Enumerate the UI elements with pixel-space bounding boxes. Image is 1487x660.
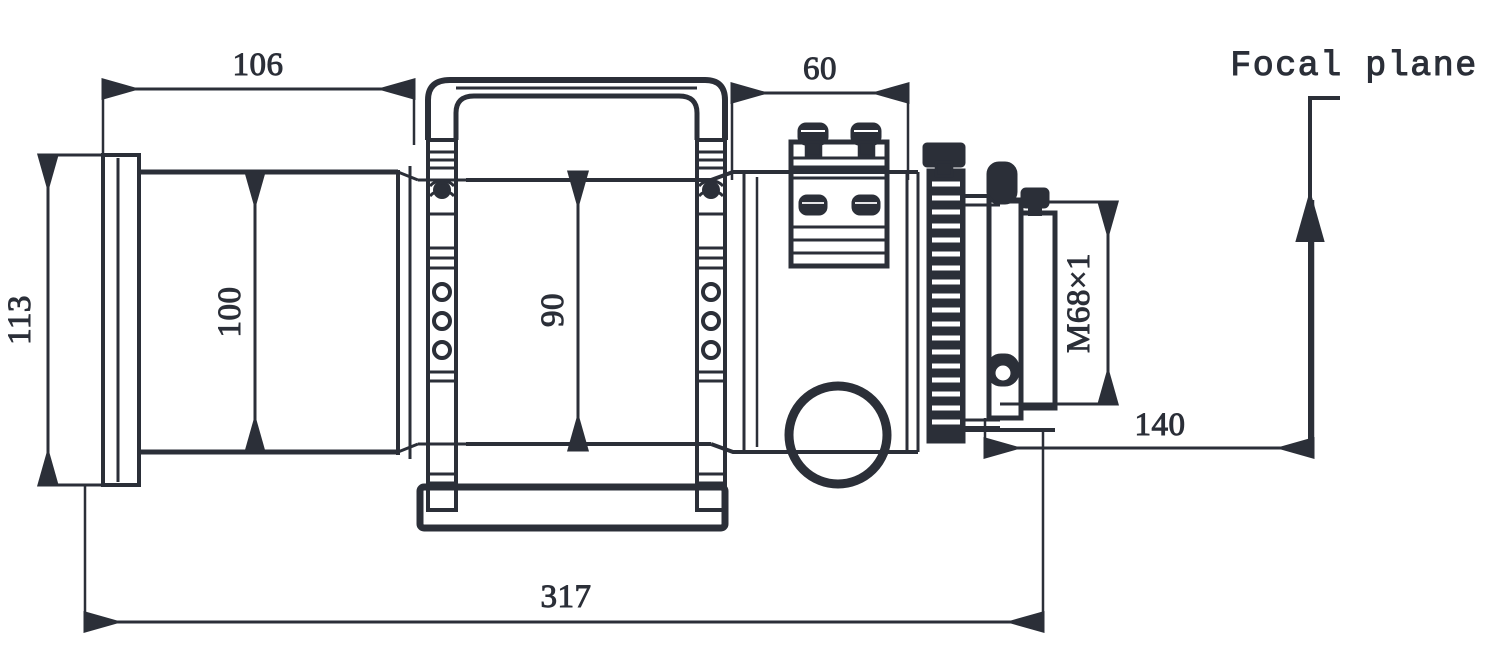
- dimension-140-label: 140: [1135, 407, 1186, 443]
- dimension-317-label: 317: [541, 579, 592, 615]
- focuser-knob: [784, 381, 892, 489]
- tube-ring-front: [426, 138, 458, 512]
- finder-thumbscrew-top-right: [850, 122, 882, 158]
- dimension-60: 60: [730, 51, 910, 180]
- focuser-drawtube-knurled: [922, 142, 1000, 444]
- adapter-thumbscrew-side: [986, 353, 1020, 387]
- dimension-m68x1: M68×1: [1000, 200, 1120, 406]
- dimension-113: 113: [2, 153, 118, 487]
- dimension-m68x1-label: M68×1: [1061, 253, 1097, 353]
- dimension-90: 90: [535, 170, 590, 452]
- dimension-140: 140: [983, 200, 1315, 460]
- finder-thumbscrew-top-left: [797, 122, 829, 158]
- finder-thumbscrew-bottom-left: [798, 194, 828, 216]
- focal-plane-annotation: Focal plane: [1230, 46, 1478, 448]
- dimension-317: 317: [83, 432, 1045, 634]
- carry-handle: [425, 77, 728, 140]
- dovetail-mounting-bar: [416, 483, 729, 532]
- dew-shield: [139, 166, 419, 459]
- dimension-113-label: 113: [2, 295, 38, 345]
- dimension-60-label: 60: [803, 51, 837, 87]
- dimension-100: 100: [212, 170, 267, 454]
- finder-scope-bracket: [788, 122, 890, 269]
- finder-thumbscrew-bottom-right: [851, 194, 881, 216]
- focal-plane-label: Focal plane: [1230, 46, 1478, 86]
- dimension-90-label: 90: [535, 293, 571, 327]
- adapter-set-screw-upper: [986, 161, 1018, 205]
- dimension-106: 106: [101, 47, 416, 155]
- dimension-106-label: 106: [233, 47, 284, 83]
- focuser-lock-screw: [922, 142, 966, 178]
- front-lens-cell: [101, 153, 141, 487]
- tube-ring-rear: [695, 138, 727, 512]
- dimension-100-label: 100: [212, 287, 248, 338]
